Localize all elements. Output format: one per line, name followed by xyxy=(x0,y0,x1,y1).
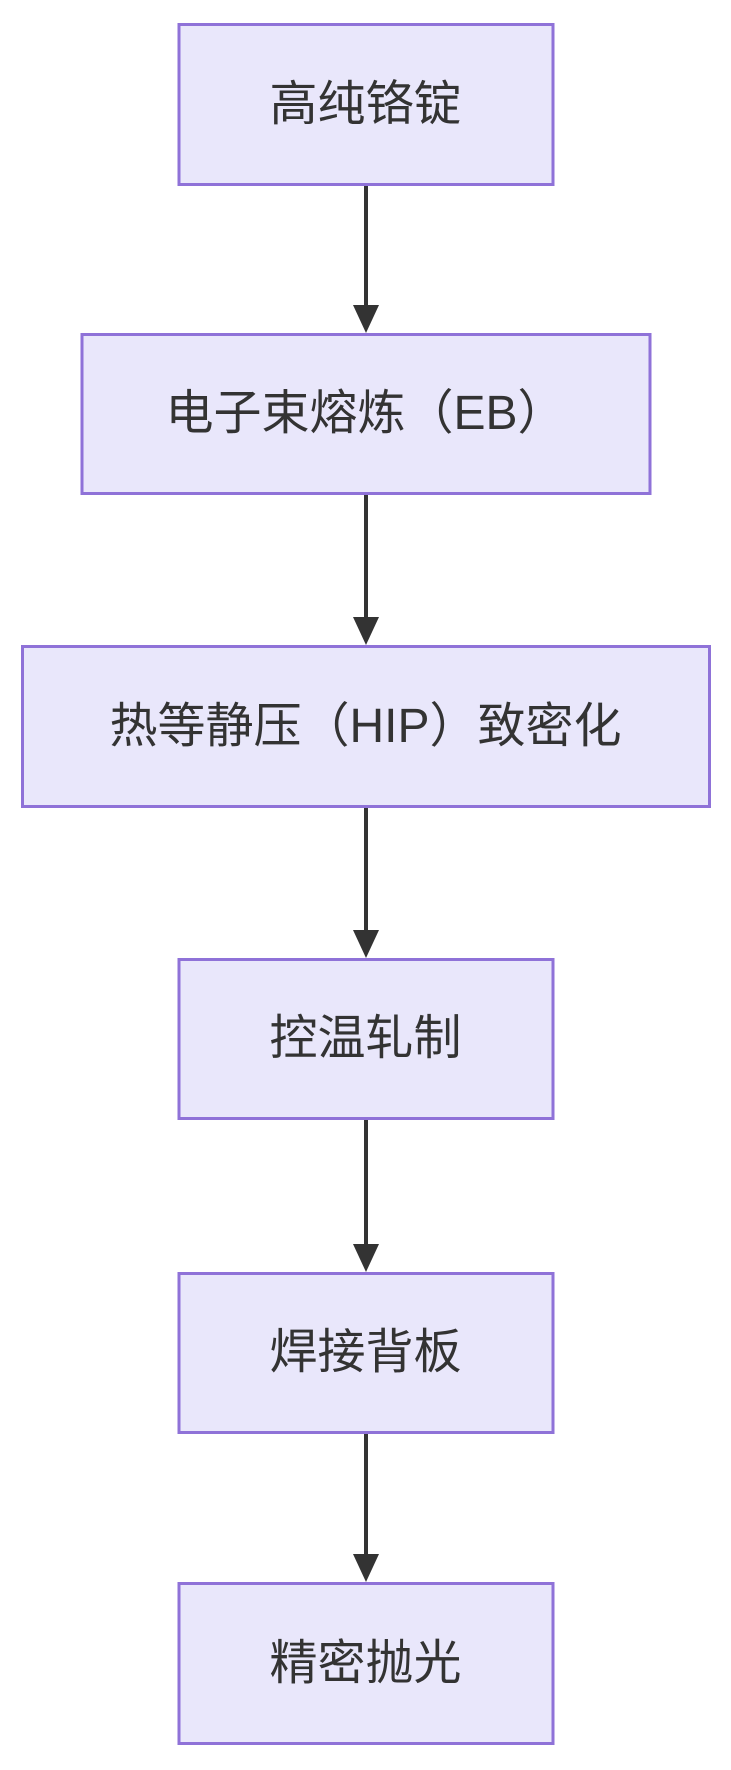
arrow-eb-to-hip xyxy=(352,495,380,645)
arrow-head-icon xyxy=(352,305,379,333)
arrow-bonding-to-polishing xyxy=(352,1434,380,1582)
flow-node-backplate-bonding-label: 焊接背板 xyxy=(269,1326,462,1379)
arrow-head-icon xyxy=(352,1244,379,1272)
flow-node-backplate-bonding: 焊接背板 xyxy=(177,1272,554,1434)
arrow-shaft xyxy=(363,808,368,930)
arrow-hip-to-rolling xyxy=(352,808,380,958)
arrow-shaft xyxy=(363,495,368,617)
flow-node-polishing-label: 精密抛光 xyxy=(269,1636,462,1690)
flow-node-eb-melting: 电子束熔炼（EB） xyxy=(80,333,651,495)
flow-node-hip-densification-label: 热等静压（HIP）致密化 xyxy=(109,699,622,753)
flow-node-rolling: 控温轧制 xyxy=(177,958,554,1120)
arrow-rolling-to-bonding xyxy=(352,1120,380,1272)
arrow-shaft xyxy=(363,1120,368,1244)
flow-node-hip-densification: 热等静压（HIP）致密化 xyxy=(20,645,711,808)
flow-node-polishing: 精密抛光 xyxy=(177,1582,554,1745)
flow-node-eb-melting-label: 电子束熔炼（EB） xyxy=(165,387,566,440)
arrow-ingot-to-eb xyxy=(352,186,380,333)
arrow-head-icon xyxy=(352,617,379,645)
arrow-shaft xyxy=(363,1434,368,1554)
arrow-head-icon xyxy=(352,930,379,958)
arrow-shaft xyxy=(363,186,368,305)
flow-node-rolling-label: 控温轧制 xyxy=(269,1012,462,1065)
arrow-head-icon xyxy=(352,1554,379,1582)
flow-node-ingot-label: 高纯铬锭 xyxy=(269,77,462,131)
flow-node-ingot: 高纯铬锭 xyxy=(177,23,554,186)
